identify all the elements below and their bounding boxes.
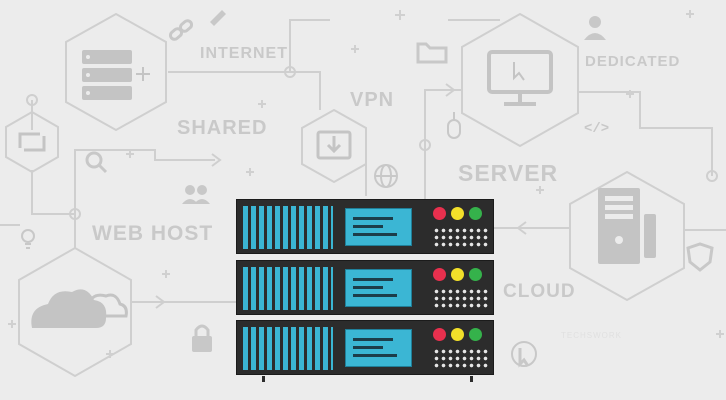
server-rack-unit <box>236 320 494 375</box>
port-grid <box>433 288 489 310</box>
red-led <box>433 268 446 281</box>
display-screen <box>345 269 412 307</box>
server-tower-icon <box>598 188 656 264</box>
status-lights <box>433 268 489 286</box>
search-icon <box>85 151 108 174</box>
label-vpn: VPN <box>350 89 395 111</box>
server-rack-unit <box>236 260 494 315</box>
green-led <box>469 328 482 341</box>
server-rack-unit <box>236 199 494 254</box>
status-lights <box>433 207 489 225</box>
shield-icon <box>686 242 714 272</box>
refresh-icon <box>18 132 46 152</box>
link-line <box>31 149 215 215</box>
hexagon-frame <box>18 246 132 378</box>
vent-grille <box>243 206 333 249</box>
junction-dot <box>419 139 431 151</box>
green-led <box>469 268 482 281</box>
hexagon-frame <box>65 12 167 132</box>
link-line <box>578 91 713 176</box>
lightbulb-icon <box>21 229 35 249</box>
download-icon <box>316 130 352 160</box>
hexagon-frame <box>5 110 59 174</box>
lock-icon <box>192 324 212 352</box>
plus-decoration <box>8 10 724 358</box>
display-screen <box>345 208 412 246</box>
label-web-host: WEB HOST <box>92 222 214 245</box>
junction-dot <box>284 66 296 78</box>
junction-dot <box>706 170 718 182</box>
hexagon-frame <box>569 170 685 302</box>
vent-grille <box>243 267 333 310</box>
arrow-head <box>445 83 456 97</box>
junction-dot <box>26 94 38 106</box>
arrow-head <box>155 295 166 309</box>
rack-foot <box>470 376 473 382</box>
user-icon <box>584 16 606 40</box>
server-stack-icon <box>82 50 150 100</box>
label-dedicated: DEDICATED <box>585 53 681 70</box>
label-internet: INTERNET <box>200 45 288 62</box>
port-grid <box>433 227 489 249</box>
link-icon <box>168 19 194 41</box>
folder-icon <box>416 42 448 64</box>
yellow-led <box>451 207 464 220</box>
cursor-click-icon <box>511 341 537 368</box>
green-led <box>469 207 482 220</box>
watermark: TECHSWORK <box>561 331 622 340</box>
junction-dot <box>69 208 81 220</box>
vent-grille <box>243 327 333 370</box>
arrow-head <box>516 221 527 235</box>
hexagon-frame <box>301 108 367 184</box>
yellow-led <box>451 328 464 341</box>
hexagon-frame <box>461 12 579 148</box>
display-screen <box>345 329 412 367</box>
users-icon <box>182 185 210 204</box>
link-line <box>168 71 321 110</box>
mouse-icon <box>447 112 461 139</box>
link-line <box>289 19 330 72</box>
monitor-icon <box>487 50 553 106</box>
arrow-head <box>211 153 222 167</box>
label-cloud: CLOUD <box>503 281 576 302</box>
globe-icon <box>374 164 398 188</box>
code-icon: </> <box>584 121 609 137</box>
yellow-led <box>451 268 464 281</box>
red-led <box>433 207 446 220</box>
port-grid <box>433 348 489 370</box>
rack-foot <box>262 376 265 382</box>
link-line <box>424 89 462 145</box>
status-lights <box>433 328 489 346</box>
label-server: SERVER <box>458 160 559 186</box>
red-led <box>433 328 446 341</box>
cloud-icon <box>31 289 128 328</box>
pencil-icon <box>210 10 226 26</box>
label-shared: SHARED <box>177 117 268 139</box>
